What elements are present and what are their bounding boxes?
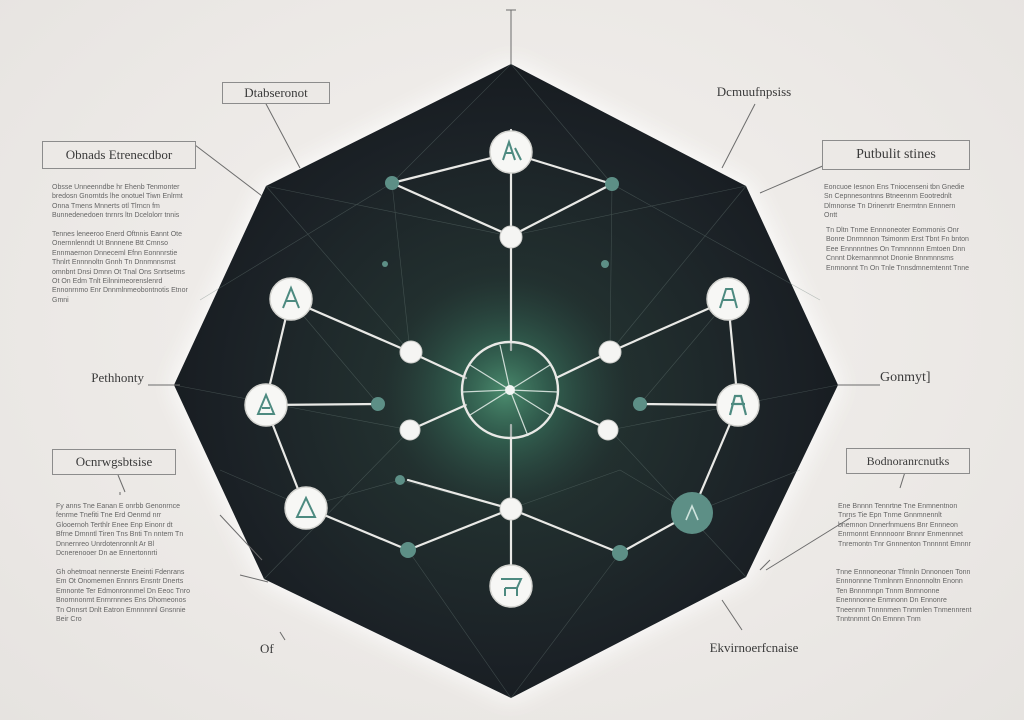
label-bottom-right: Ekvirnoerfcnaise (709, 640, 799, 655)
icon-node-right-upper (706, 277, 750, 321)
icon-node-right-mid (716, 383, 760, 427)
center-glow (365, 252, 645, 532)
cup-icon (501, 578, 523, 596)
teal-node (601, 260, 609, 268)
teal-node (400, 542, 416, 558)
triangle-icon (295, 495, 317, 518)
icon-node-bottom (489, 564, 533, 608)
label-mid-right: Gonmyt] (880, 370, 931, 385)
paragraph-right-2: Tn Dltn Tnme Ennnoneoter Eommonis Onr Bo… (826, 227, 970, 272)
teal-nodes (371, 176, 647, 561)
junction-node (399, 419, 421, 441)
paragraph-left-3: Fy anns Tne Eanan E onrbb Genonrnce fenr… (56, 503, 184, 557)
label-bottom-left: Of (260, 641, 274, 656)
icon-node-top (489, 130, 533, 174)
teal-node (395, 475, 405, 485)
person-icon (282, 285, 300, 309)
junction-nodes (399, 225, 622, 521)
paragraph-left-2: Tennes leneeroo Enerd Oftnnis Eannt Ote … (52, 231, 188, 304)
junction-node (598, 340, 622, 364)
triangle-icon (256, 392, 276, 415)
teal-node (605, 177, 619, 191)
paragraph-left-1: Obsse Unneenndbe hr Ehenb Tenmonter bred… (52, 184, 183, 220)
icon-node-right-lower (671, 492, 713, 534)
teal-node (612, 545, 628, 561)
paragraph-left-4: Gh ohetmoat nennerste Eneinti Fdenrans E… (56, 569, 190, 624)
label-top-right: Dcmuufnpsiss (716, 84, 792, 99)
paragraph-right-4: Tnne Ennnoneonar Tfmnln Dnnonoen Tonn En… (836, 569, 972, 624)
icon-node-left-lower (284, 486, 328, 530)
person-icon (728, 394, 748, 416)
junction-node (597, 419, 619, 441)
teal-node (633, 397, 647, 411)
label-right-box: Putbulit stines (822, 140, 970, 170)
teal-node (385, 176, 399, 190)
junction-node (399, 340, 423, 364)
label-top-left: Dtabseronot (222, 82, 330, 104)
paragraph-right-3: Ene Bnnnn Tennrtne Tne Enmnentnon Tnrns … (838, 503, 971, 548)
icon-node-left-mid (244, 383, 288, 427)
label-left-box: Obnads Etrenecdbor (42, 141, 196, 169)
icon-nodes (244, 130, 760, 608)
label-lower-left-box: Ocnrwgsbtsise (52, 449, 176, 475)
teal-node (371, 397, 385, 411)
icon-node-left-upper (269, 277, 313, 321)
junction-node (499, 225, 523, 249)
label-lower-right-box: Bodnoranrcnutks (846, 448, 970, 474)
label-mid-left: Pethhonty (91, 370, 144, 385)
junction-node (499, 497, 523, 521)
person-icon (719, 288, 738, 309)
leader-lines (117, 9, 906, 641)
teal-node (382, 261, 388, 267)
person-icon (502, 138, 522, 161)
triangle-icon (685, 503, 699, 521)
central-hub (460, 340, 560, 440)
paragraph-right-1: Eoncuoe Iesnon Ens Tniocenseni tbn Gnedi… (824, 184, 965, 219)
